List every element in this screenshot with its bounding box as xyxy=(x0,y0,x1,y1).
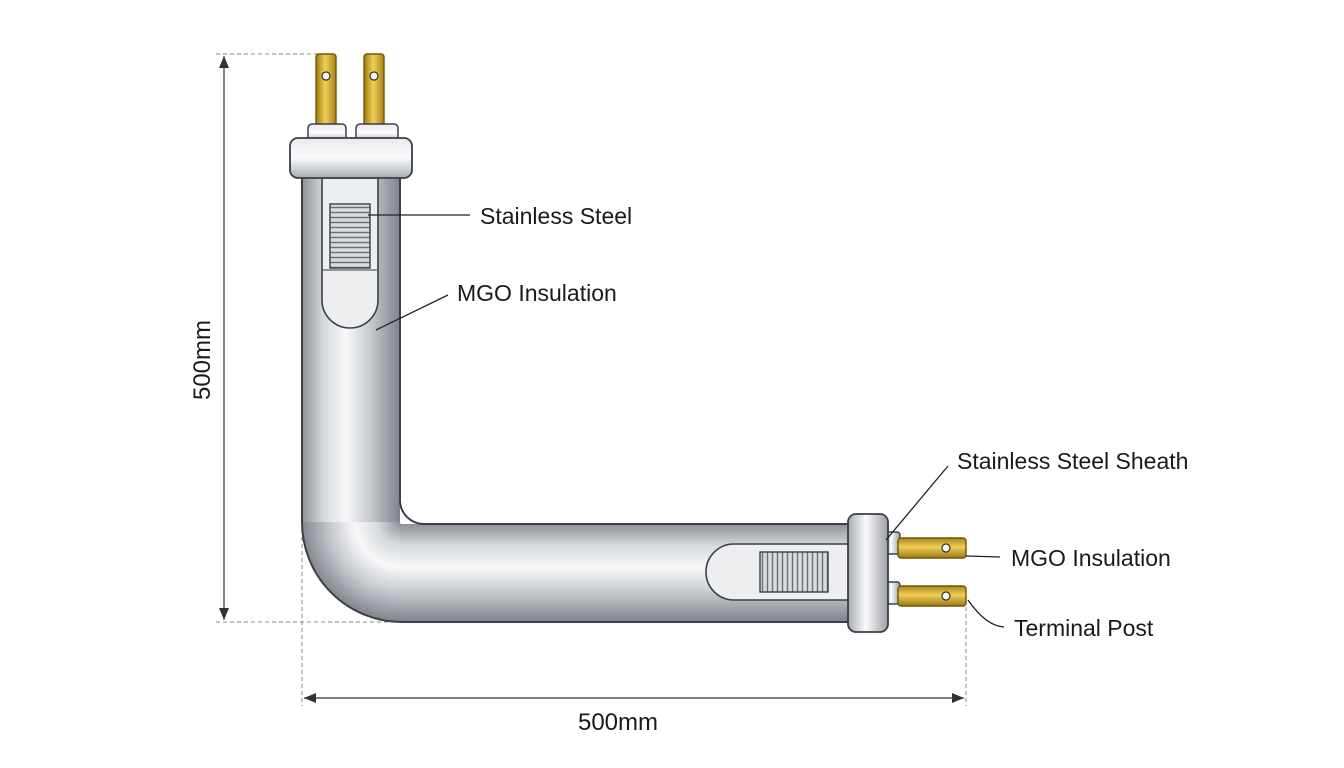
label-terminal-post: Terminal Post xyxy=(1014,615,1154,641)
label-mgo-insulation-side: MGO Insulation xyxy=(1011,545,1171,571)
leader-terminal-post xyxy=(967,599,1005,628)
terminal-post-top-right xyxy=(363,53,385,131)
dimension-height-label: 500mm xyxy=(189,320,216,400)
top-cutaway xyxy=(321,177,379,329)
side-terminal-assembly xyxy=(847,513,967,633)
leader-mgo-insulation-side xyxy=(965,555,1001,558)
leader-stainless-steel-sheath xyxy=(885,465,949,541)
tube-outline xyxy=(301,170,852,623)
side-cutaway xyxy=(705,543,853,601)
heating-coil-top xyxy=(329,203,371,269)
dimension-lines xyxy=(216,53,967,706)
label-mgo-insulation-top: MGO Insulation xyxy=(457,280,617,306)
dimension-width-label: 500mm xyxy=(578,709,658,736)
heating-coil-side xyxy=(759,551,829,593)
height-arrow-top xyxy=(219,56,229,68)
height-arrow-bottom xyxy=(219,608,229,620)
label-stainless-steel: Stainless Steel xyxy=(480,203,632,229)
top-terminal-assembly xyxy=(289,53,413,179)
side-end-cap xyxy=(847,513,889,633)
width-arrow-left xyxy=(304,693,316,703)
label-stainless-steel-sheath: Stainless Steel Sheath xyxy=(957,448,1188,474)
top-end-cap xyxy=(289,137,413,179)
terminal-post-side-lower xyxy=(897,585,967,607)
terminal-post-top-left xyxy=(315,53,337,131)
tube-bend xyxy=(302,522,402,622)
leader-mgo-insulation-top xyxy=(375,294,449,331)
width-arrow-right xyxy=(952,693,964,703)
terminal-post-side-upper xyxy=(897,537,967,559)
leader-lines xyxy=(368,214,1005,628)
